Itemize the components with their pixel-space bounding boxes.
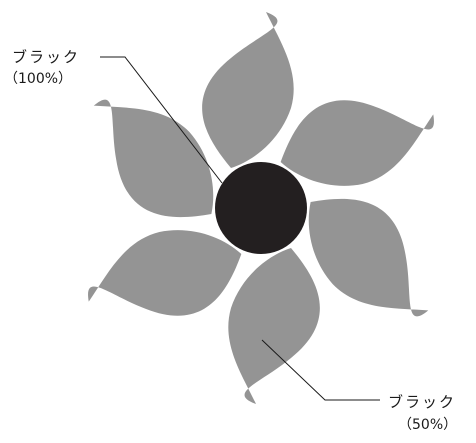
petal-shape — [228, 248, 320, 404]
center-circle — [215, 162, 307, 254]
label-black-half-name: ブラック — [388, 391, 456, 412]
label-black-full-name: ブラック — [12, 46, 80, 67]
label-black-half-percent: （50%） — [398, 414, 457, 434]
petal-shape — [202, 12, 294, 168]
label-black-full-percent: （100%） — [4, 68, 72, 88]
